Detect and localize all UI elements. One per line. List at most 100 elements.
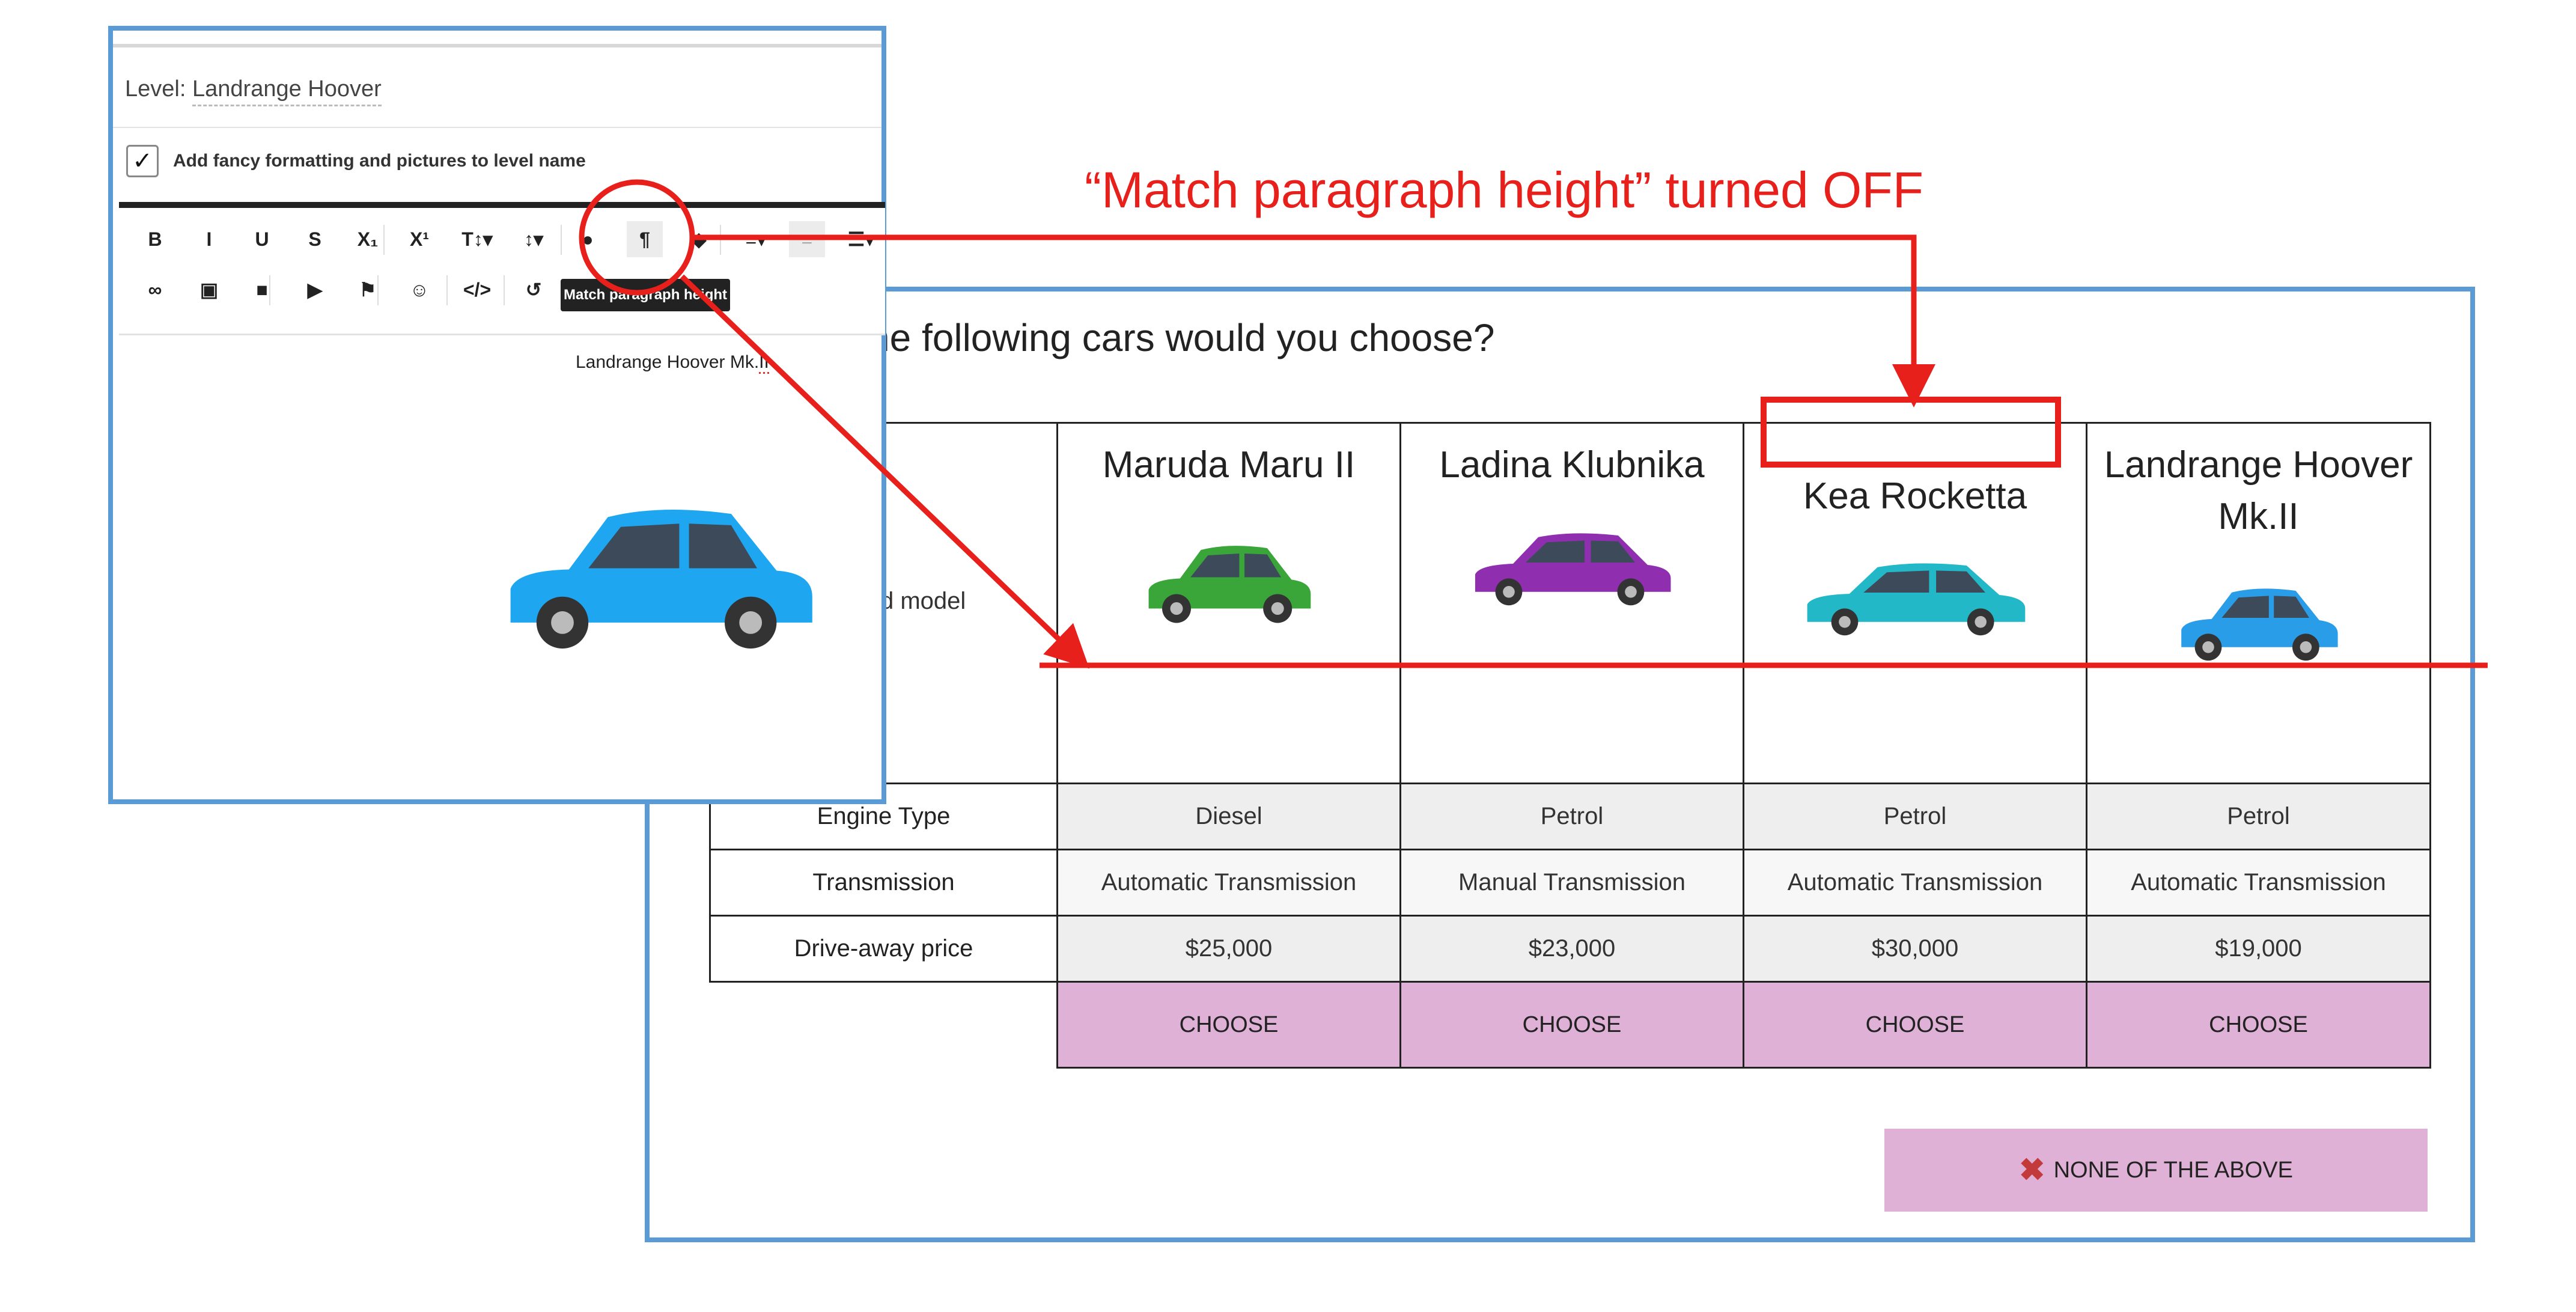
flag-button[interactable]: ⚑ (359, 279, 377, 301)
car-name: Landrange Hoover Mk.II (2104, 444, 2413, 537)
car-window (2273, 596, 2309, 618)
car-column-4: Landrange Hoover Mk.II (2086, 422, 2431, 784)
transmission-value: Automatic Transmission (1743, 849, 2087, 917)
car-column-1: Maruda Maru II (1056, 422, 1401, 784)
clear-format-button[interactable]: ◆ (691, 228, 707, 250)
car-column-2: Ladina Klubnika (1399, 422, 1744, 784)
car-column-3: Kea Rocketta (1743, 422, 2087, 784)
engine-value: Diesel (1056, 783, 1401, 850)
toolbar-separator (446, 275, 448, 305)
strikethrough-button[interactable]: S (308, 228, 321, 250)
price-value: $23,000 (1399, 915, 1744, 983)
choose-button[interactable]: CHOOSE (1056, 981, 1401, 1069)
car-image (2181, 588, 2338, 661)
car-hubcap (1503, 586, 1515, 598)
car-hubcap (2300, 641, 2312, 653)
superscript-button[interactable]: X¹ (410, 228, 429, 250)
emoji-button[interactable]: ☺ (409, 278, 430, 301)
toolbar-separator (269, 275, 270, 305)
price-value: $25,000 (1056, 915, 1401, 983)
level-editor-panel: Level: Landrange Hoover ✓ Add fancy form… (108, 26, 886, 804)
close-icon: ✖ (2019, 1153, 2045, 1188)
level-name-input[interactable]: Landrange Hoover (192, 76, 382, 106)
car-hubcap (1271, 602, 1284, 615)
transmission-value: Manual Transmission (1399, 849, 1744, 917)
caption-prefix: Landrange Hoover Mk. (576, 352, 760, 372)
none-of-the-above-label: NONE OF THE ABOVE (2053, 1157, 2293, 1183)
editor-top-border (113, 44, 882, 47)
formatting-toolbar: B I U S X₁ X¹ T↕▾ ↕▾ ● ¶ ◆ ≡▾ ≡ ☰▾ ∞ ▣ ■ ▶ ⚑ ☺ </> ↺ (119, 202, 885, 335)
transmission-value: Automatic Transmission (2086, 849, 2431, 917)
rich-text-editor-content[interactable] (119, 335, 885, 804)
toolbar-separator (383, 225, 385, 255)
list-button[interactable]: ☰▾ (847, 228, 875, 250)
bold-button[interactable]: B (148, 228, 162, 250)
fancy-formatting-checkbox[interactable]: ✓ (126, 145, 159, 177)
choose-button[interactable]: CHOOSE (2086, 981, 2431, 1069)
car-window (2221, 596, 2269, 618)
car-name: Kea Rocketta (1803, 475, 2027, 517)
toolbar-separator (377, 275, 379, 305)
toolbar-separator (504, 275, 505, 305)
car-window (1526, 540, 1585, 563)
car-hubcap (551, 611, 574, 634)
color-button[interactable]: ● (582, 228, 594, 250)
car-hubcap (1975, 616, 1987, 628)
line-height-button[interactable]: ↕▾ (523, 228, 544, 250)
car-window (1244, 554, 1281, 578)
car-image (1148, 546, 1311, 623)
fancy-formatting-label: Add fancy formatting and pictures to lev… (173, 151, 586, 171)
undo-button[interactable]: ↺ (525, 279, 542, 301)
car-name: Maruda Maru II (1102, 444, 1356, 486)
italic-button[interactable]: I (206, 228, 212, 250)
editor-caption-text: Landrange Hoover Mk.II (576, 352, 769, 374)
choose-button[interactable]: CHOOSE (1743, 981, 2087, 1069)
car-image (510, 510, 812, 649)
transmission-value: Automatic Transmission (1056, 849, 1401, 917)
link-button[interactable]: ∞ (148, 278, 162, 301)
car-window (1591, 540, 1635, 563)
engine-value: Petrol (1399, 783, 1744, 850)
car-window (1863, 570, 1929, 593)
caption-suffix-misspelled: II (759, 352, 769, 374)
engine-value: Petrol (1743, 783, 2087, 850)
car-window (588, 523, 680, 569)
subscript-button[interactable]: X₁ (357, 228, 379, 250)
toolbar-separator (720, 225, 721, 255)
question-text: he following cars would you choose? (868, 316, 1495, 359)
media-button[interactable]: ▶ (307, 279, 323, 301)
match-paragraph-height-button[interactable]: ¶ (627, 221, 663, 257)
car-hubcap (1170, 602, 1183, 615)
none-of-the-above-button[interactable]: ✖ NONE OF THE ABOVE (1884, 1129, 2428, 1212)
car-name: Ladina Klubnika (1439, 444, 1705, 486)
choose-button[interactable]: CHOOSE (1399, 981, 1744, 1069)
car-window (1936, 570, 1985, 593)
car-hubcap (1839, 616, 1851, 628)
car-comparison-table: Maruda Maru II Ladina Klubnika Kea Rocke… (709, 422, 2431, 1069)
align-button[interactable]: ≡▾ (745, 228, 767, 250)
indent-button[interactable]: ≡ (789, 221, 825, 257)
price-value: $19,000 (2086, 915, 2431, 983)
annotation-title: “Match paragraph height” turned OFF (1085, 162, 1924, 218)
empty-cell (710, 982, 1058, 1068)
image-button[interactable]: ▣ (199, 279, 219, 301)
underline-button[interactable]: U (255, 228, 269, 250)
car-hubcap (739, 611, 763, 634)
price-value: $30,000 (1743, 915, 2087, 983)
video-button[interactable]: ■ (256, 278, 268, 301)
engine-value: Petrol (2086, 783, 2431, 850)
toolbar-separator (561, 225, 562, 255)
car-image (1475, 533, 1671, 606)
divider (113, 127, 882, 128)
font-size-button[interactable]: T↕▾ (461, 228, 493, 250)
row-label-make-model-text: d model (880, 588, 966, 614)
car-hubcap (1625, 586, 1637, 598)
match-paragraph-height-tooltip: Match paragraph height (561, 279, 730, 311)
car-hubcap (2202, 641, 2214, 653)
level-label: Level: (125, 76, 186, 102)
car-image (1807, 563, 2026, 636)
row-label-transmission: Transmission (709, 849, 1058, 917)
row-label-price: Drive-away price (709, 915, 1058, 983)
code-button[interactable]: </> (463, 278, 492, 301)
car-window (1190, 554, 1240, 578)
